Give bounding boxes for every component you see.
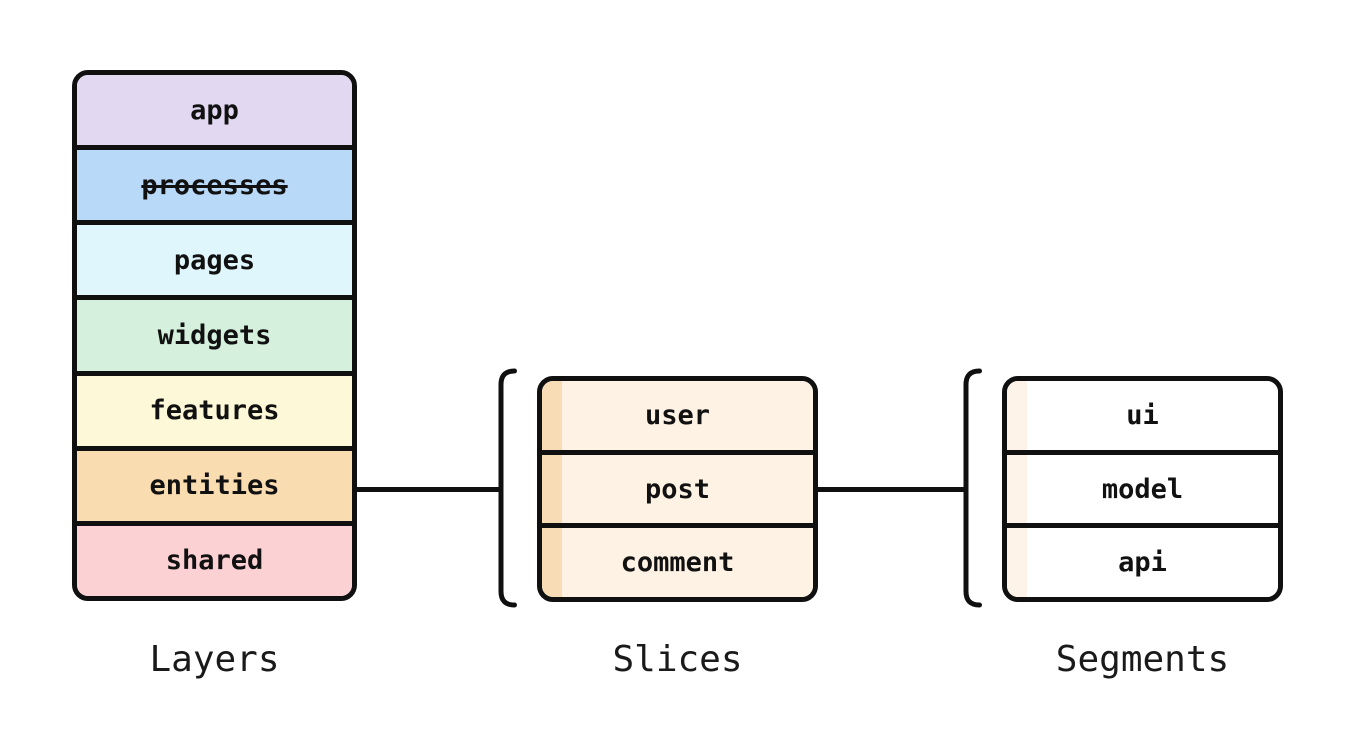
segment-label-model: model <box>1101 473 1184 505</box>
segments-caption: Segments <box>1055 639 1230 680</box>
slice-row-comment: comment <box>542 523 813 597</box>
layer-row-app: app <box>77 75 352 146</box>
segment-row-ui: ui <box>1007 381 1278 450</box>
layer-row-pages: pages <box>77 220 352 296</box>
layer-row-features: features <box>77 370 352 446</box>
layer-label-processes-deprecated: processes <box>141 169 288 201</box>
slice-row-user: user <box>542 381 813 450</box>
layer-row-shared: shared <box>77 520 352 596</box>
connector-layers-to-slices <box>354 487 503 492</box>
segment-label-api: api <box>1118 547 1167 579</box>
segment-row-api: api <box>1007 523 1278 597</box>
layer-row-processes: processes <box>77 145 352 221</box>
segments-bracket <box>963 368 982 608</box>
layer-label-entities: entities <box>149 470 280 502</box>
layers-stack: app processes pages widgets features ent… <box>72 70 357 601</box>
layer-row-widgets: widgets <box>77 295 352 371</box>
slices-bracket <box>498 368 517 608</box>
segment-label-ui: ui <box>1126 399 1159 431</box>
layer-label-app: app <box>190 94 239 126</box>
slice-label-post: post <box>644 473 711 505</box>
segments-stack: ui model api <box>1002 376 1283 602</box>
segments-bracket-path <box>963 368 982 608</box>
layer-label-widgets: widgets <box>157 319 272 351</box>
slice-label-comment: comment <box>620 547 735 579</box>
layer-label-shared: shared <box>165 545 264 577</box>
layer-label-pages: pages <box>173 244 256 276</box>
layer-row-entities: entities <box>77 445 352 521</box>
slices-bracket-path <box>498 368 517 608</box>
slice-label-user: user <box>644 399 711 431</box>
layers-caption: Layers <box>149 639 280 680</box>
slices-caption: Slices <box>612 639 743 680</box>
slices-stack: user post comment <box>537 376 818 602</box>
slice-row-post: post <box>542 449 813 524</box>
segment-row-model: model <box>1007 449 1278 524</box>
layer-label-features: features <box>149 395 280 427</box>
connector-slices-to-segments <box>814 487 966 492</box>
